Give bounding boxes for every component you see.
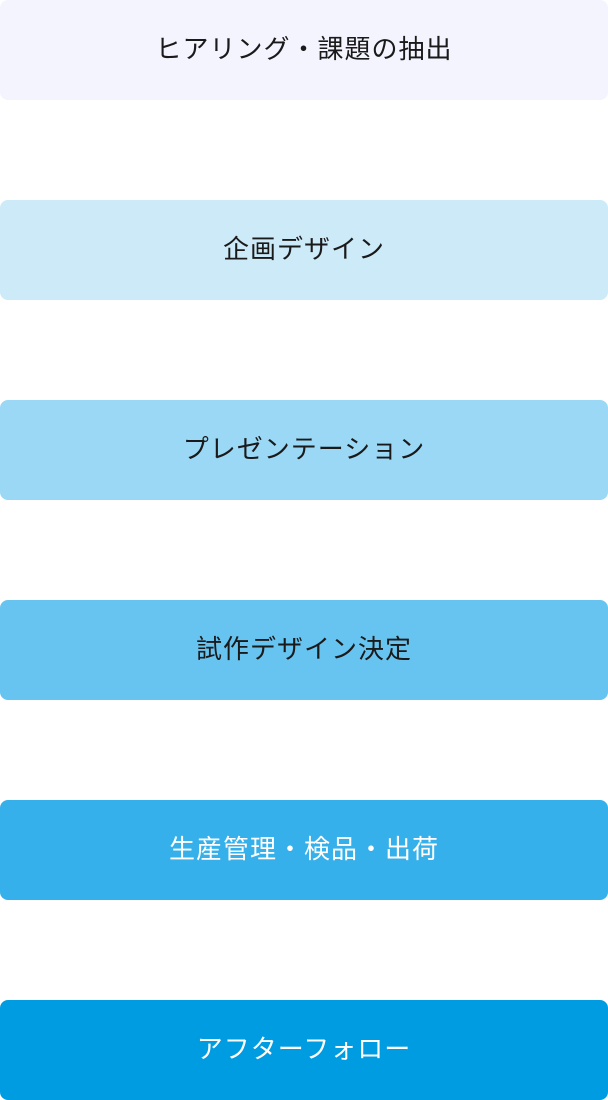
- step-planning-design: 企画デザイン: [0, 200, 608, 300]
- step-label: プレゼンテーション: [182, 435, 426, 465]
- step-prototype-decision: 試作デザイン決定: [0, 600, 608, 700]
- step-label: 試作デザイン決定: [195, 635, 412, 665]
- step-label: 生産管理・検品・出荷: [168, 835, 439, 865]
- step-hearing: ヒアリング・課題の抽出: [0, 0, 608, 100]
- step-label: 企画デザイン: [222, 235, 385, 265]
- step-label: ヒアリング・課題の抽出: [155, 35, 453, 65]
- step-production-inspection-shipping: 生産管理・検品・出荷: [0, 800, 608, 900]
- step-after-follow: アフターフォロー: [0, 1000, 608, 1100]
- step-label: アフターフォロー: [196, 1035, 412, 1065]
- step-presentation: プレゼンテーション: [0, 400, 608, 500]
